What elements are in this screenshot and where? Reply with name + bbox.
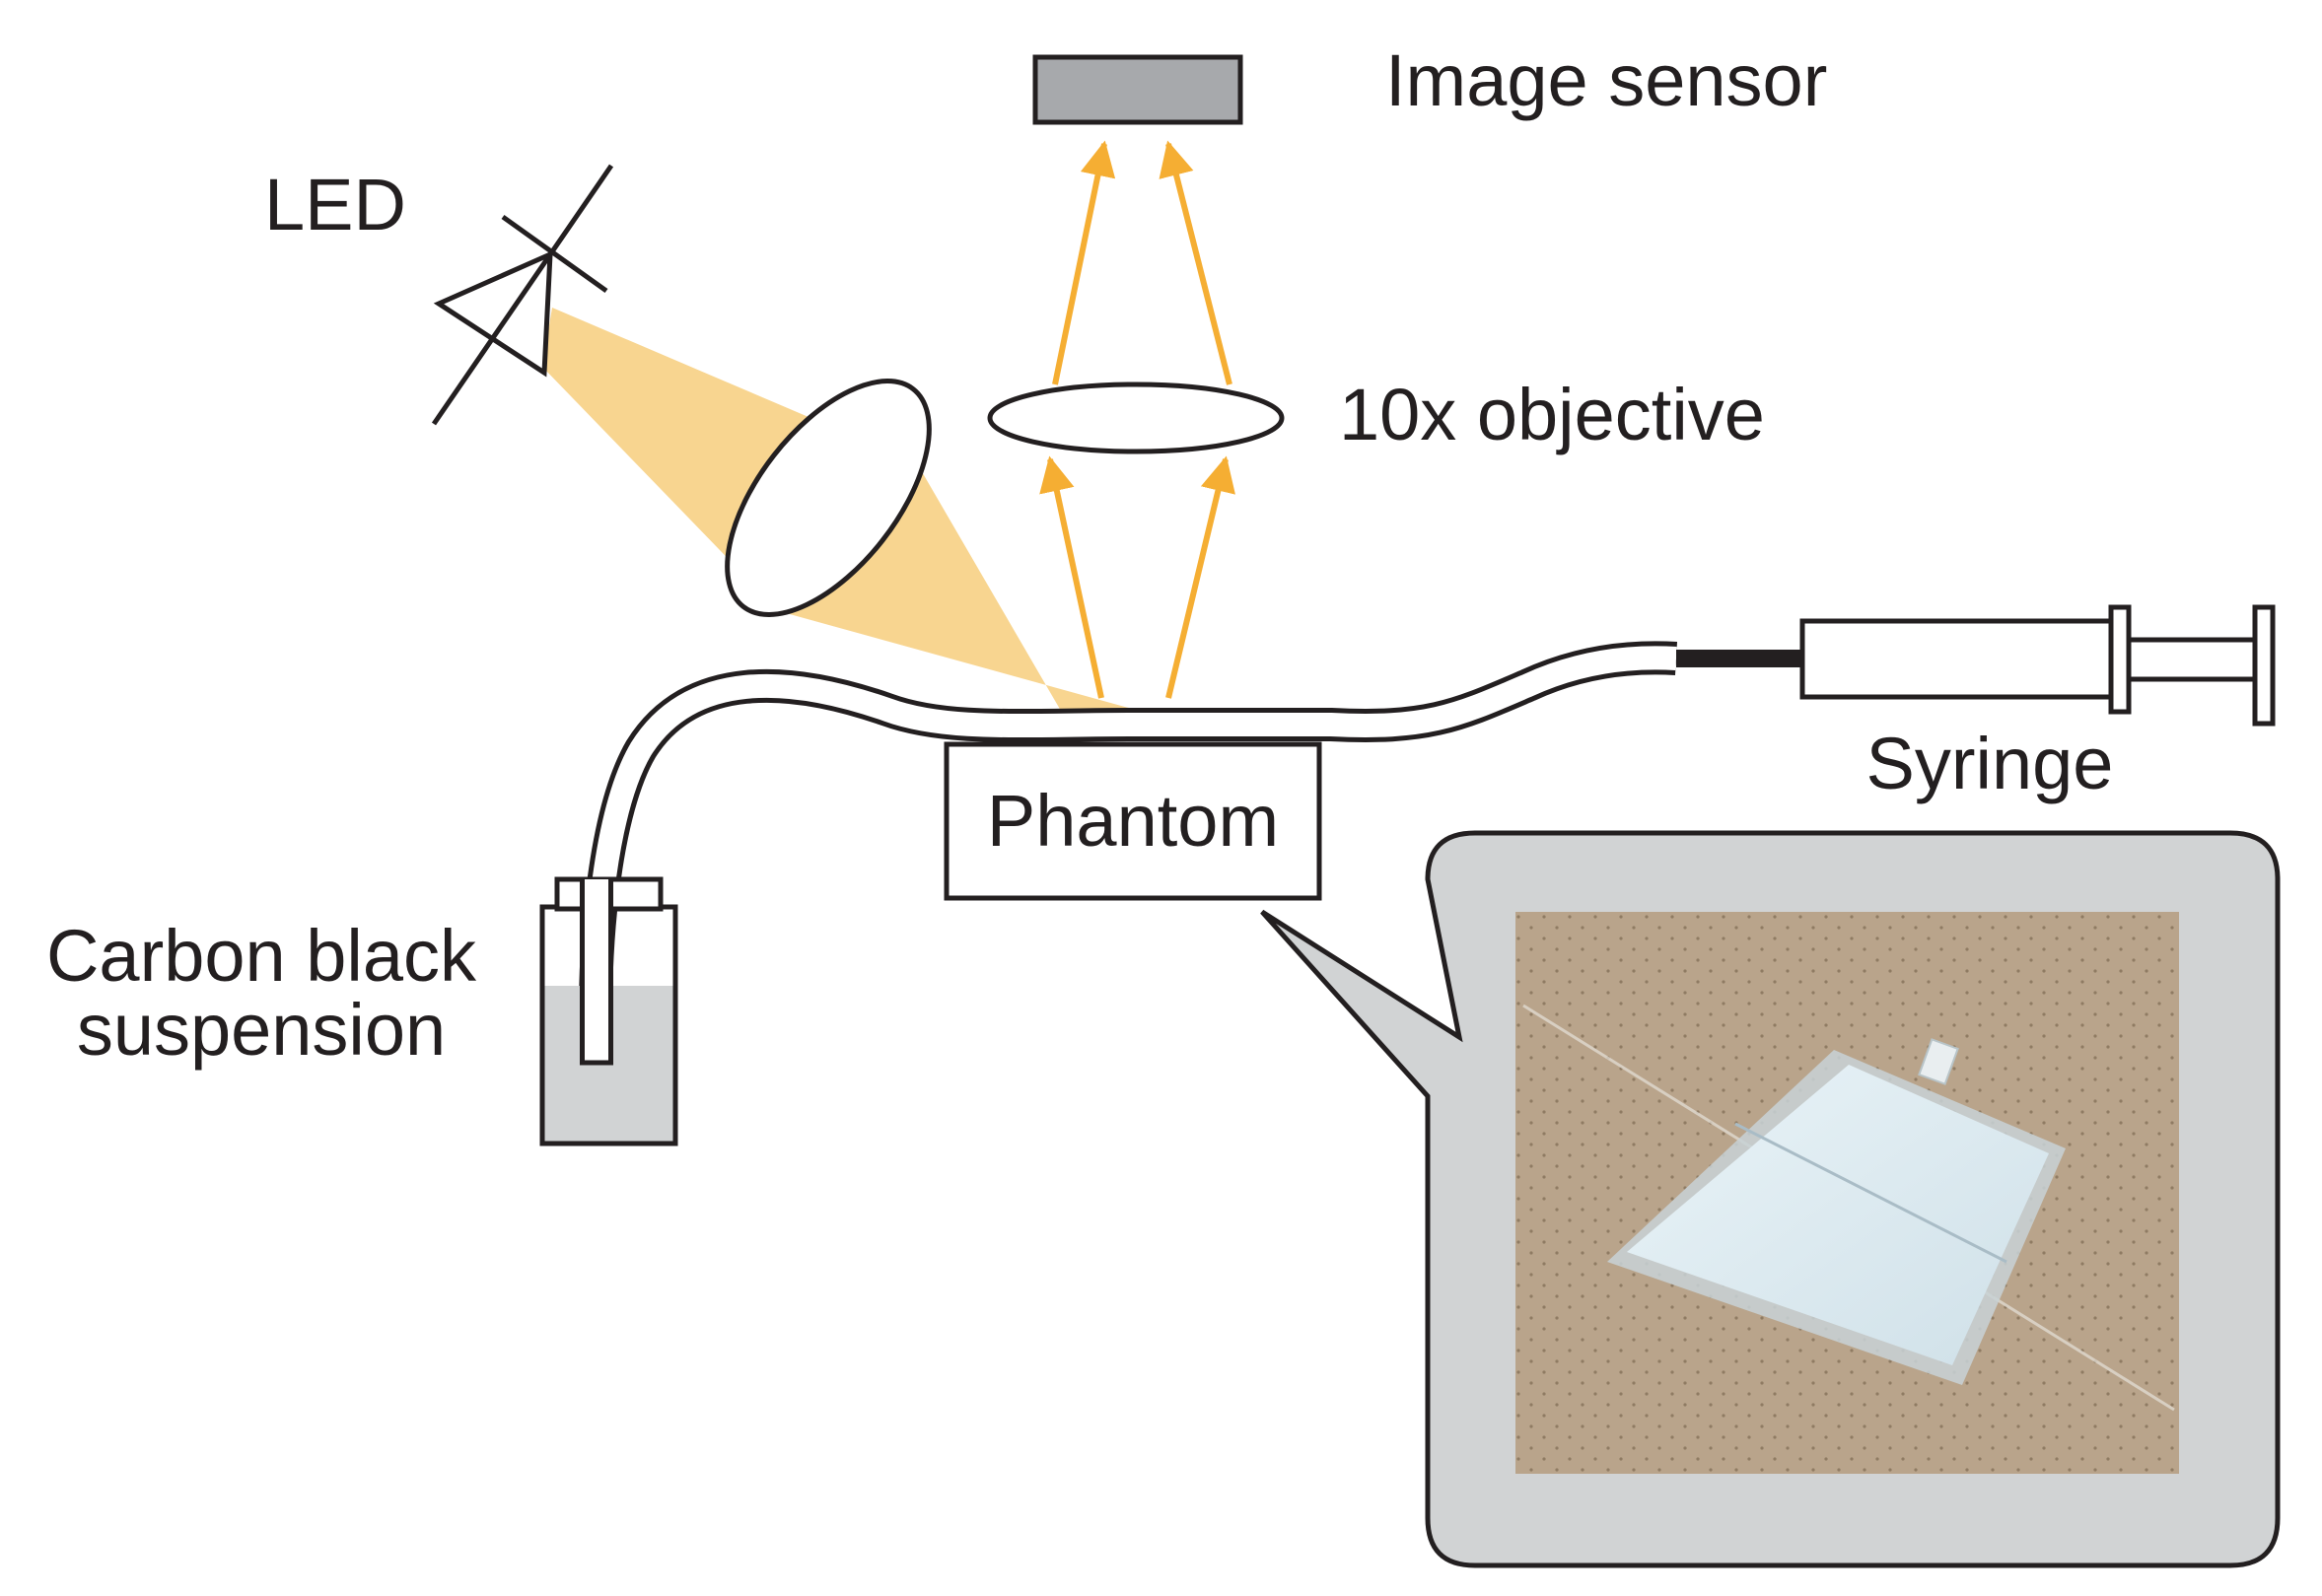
emission-arrow-right-upper [1159,140,1232,385]
syringe-icon [1676,604,2276,727]
label-phantom: Phantom [987,780,1279,862]
emission-arrow-left-lower [1039,455,1104,699]
label-led: LED [264,164,406,245]
image-sensor-icon [1032,54,1243,125]
emission-arrow-right-lower [1165,455,1235,699]
label-syringe: Syringe [1866,723,2114,804]
phantom-box [944,741,1322,901]
objective-lens-icon [987,382,1285,454]
label-carbon-line1: Carbon black [46,915,477,997]
emission-arrow-left-upper [1052,140,1116,385]
label-objective: 10x objective [1339,374,1765,455]
label-carbon-line2: suspension [77,989,446,1071]
tubing-lumen [584,646,1677,1064]
condenser-lens-icon [725,379,932,617]
label-image-sensor: Image sensor [1385,39,1827,121]
phantom-photo [1515,912,2179,1474]
led-diode-icon [431,164,614,426]
vial-icon [539,876,678,1146]
